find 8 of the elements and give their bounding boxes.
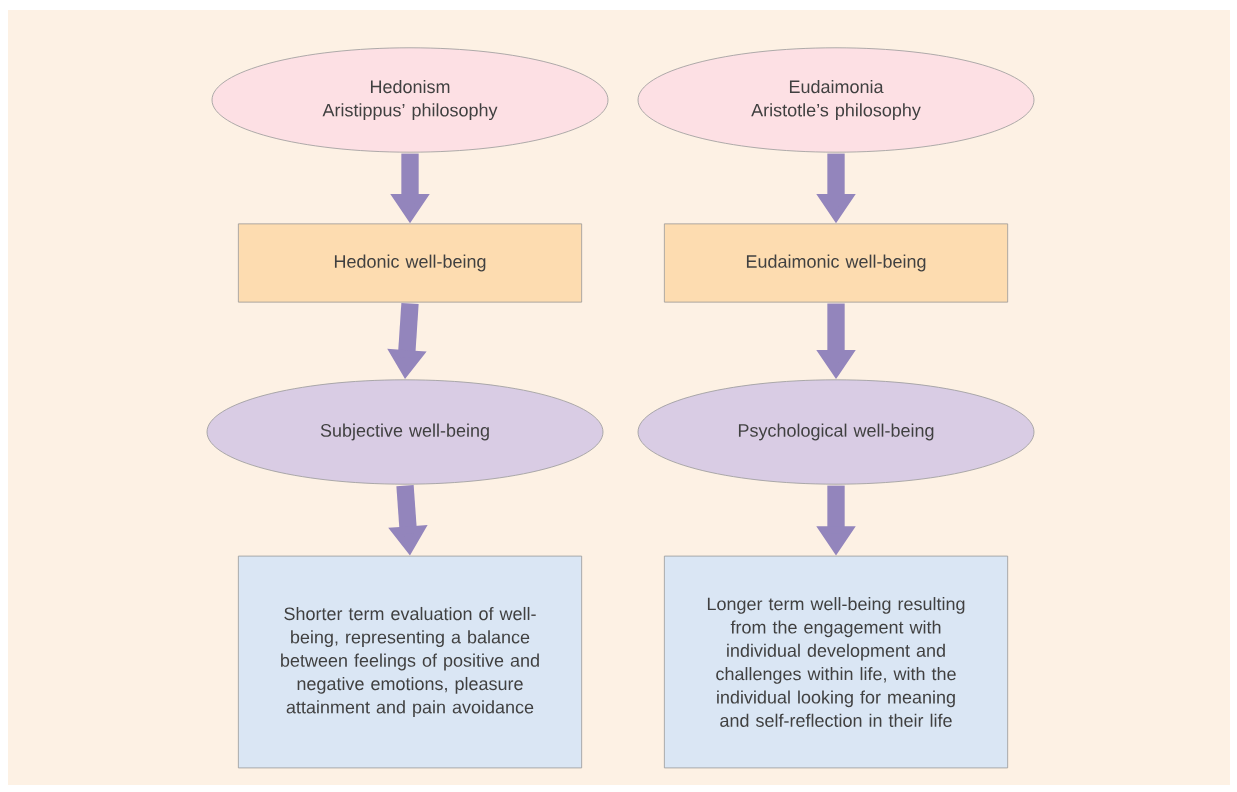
ellipse-node: Eudaimonia Aristotle’s philosophy: [637, 47, 1035, 153]
process-box: Eudaimonic well-being: [663, 223, 1009, 303]
ellipse-node: Hedonism Aristippus’ philosophy: [211, 47, 609, 153]
process-box: Hedonic well-being: [237, 223, 583, 303]
process-box: Longer term well-being resulting from the engagement with individual development and challenges within life, with the individual looking for meaning and self-reflection in their life: [663, 555, 1009, 769]
ellipse-node: Subjective well-being: [206, 379, 604, 485]
ellipse-node: Psychological well-being: [637, 379, 1035, 485]
process-box: Shorter term evaluation of well-being, representing a balance between feelings of positive and negative emotions, pleasure attainment and pain avoidance: [237, 555, 583, 769]
